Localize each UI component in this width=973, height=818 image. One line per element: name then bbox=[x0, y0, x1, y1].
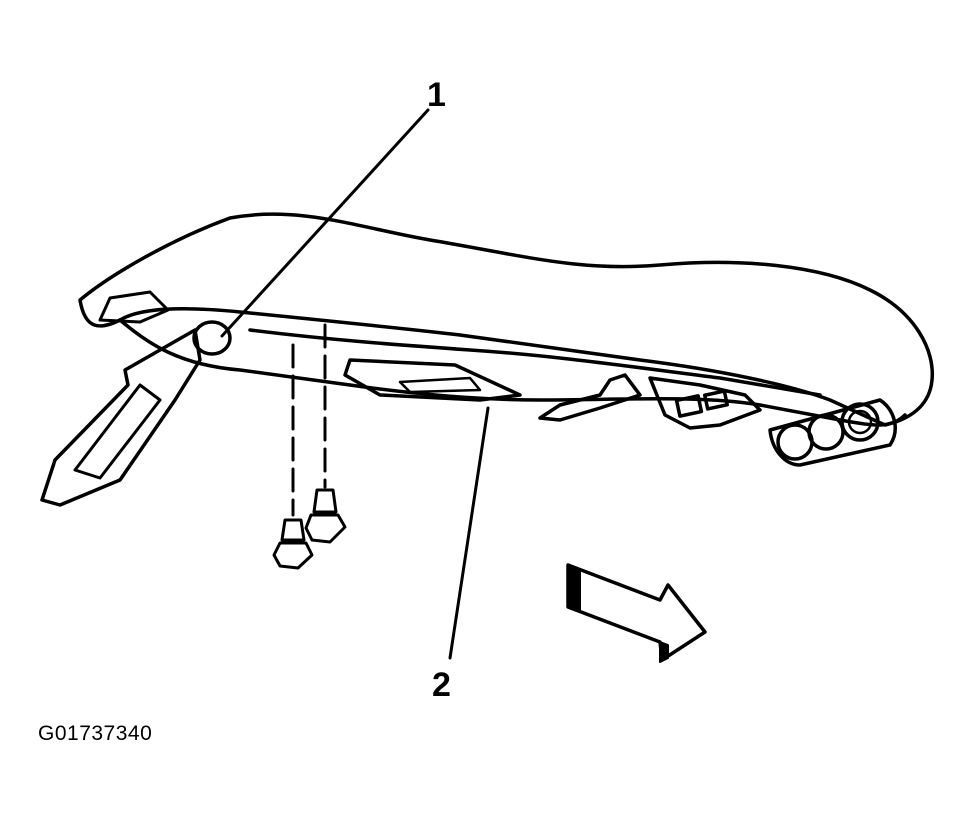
switch-housing bbox=[648, 376, 762, 430]
leader-line-1 bbox=[220, 108, 430, 338]
armrest-cushion bbox=[78, 212, 935, 427]
front-bezel bbox=[98, 290, 170, 324]
screw bbox=[272, 343, 314, 570]
callout-2-label: 2 bbox=[432, 666, 451, 704]
latch-pivot bbox=[192, 320, 232, 356]
cover-panel-detail bbox=[398, 376, 482, 394]
armrest-underside bbox=[118, 318, 907, 427]
port-ring bbox=[807, 413, 845, 451]
callout-1-label: 1 bbox=[427, 76, 446, 114]
end-cap bbox=[768, 398, 897, 467]
figure-id-label: G01737340 bbox=[38, 722, 153, 745]
switch-button bbox=[674, 394, 704, 418]
port-ring bbox=[840, 402, 880, 442]
leader-line-2 bbox=[448, 406, 490, 660]
direction-arrow-icon bbox=[566, 563, 707, 663]
port-ring bbox=[776, 423, 814, 461]
bracket-slot bbox=[73, 383, 162, 480]
port-ring-inner bbox=[847, 409, 873, 435]
mounting-bracket bbox=[40, 328, 202, 507]
cover-panel bbox=[343, 358, 522, 402]
connector-tab bbox=[538, 373, 642, 422]
screw bbox=[304, 323, 347, 544]
panel-edge bbox=[248, 328, 822, 397]
switch-button bbox=[703, 389, 729, 411]
